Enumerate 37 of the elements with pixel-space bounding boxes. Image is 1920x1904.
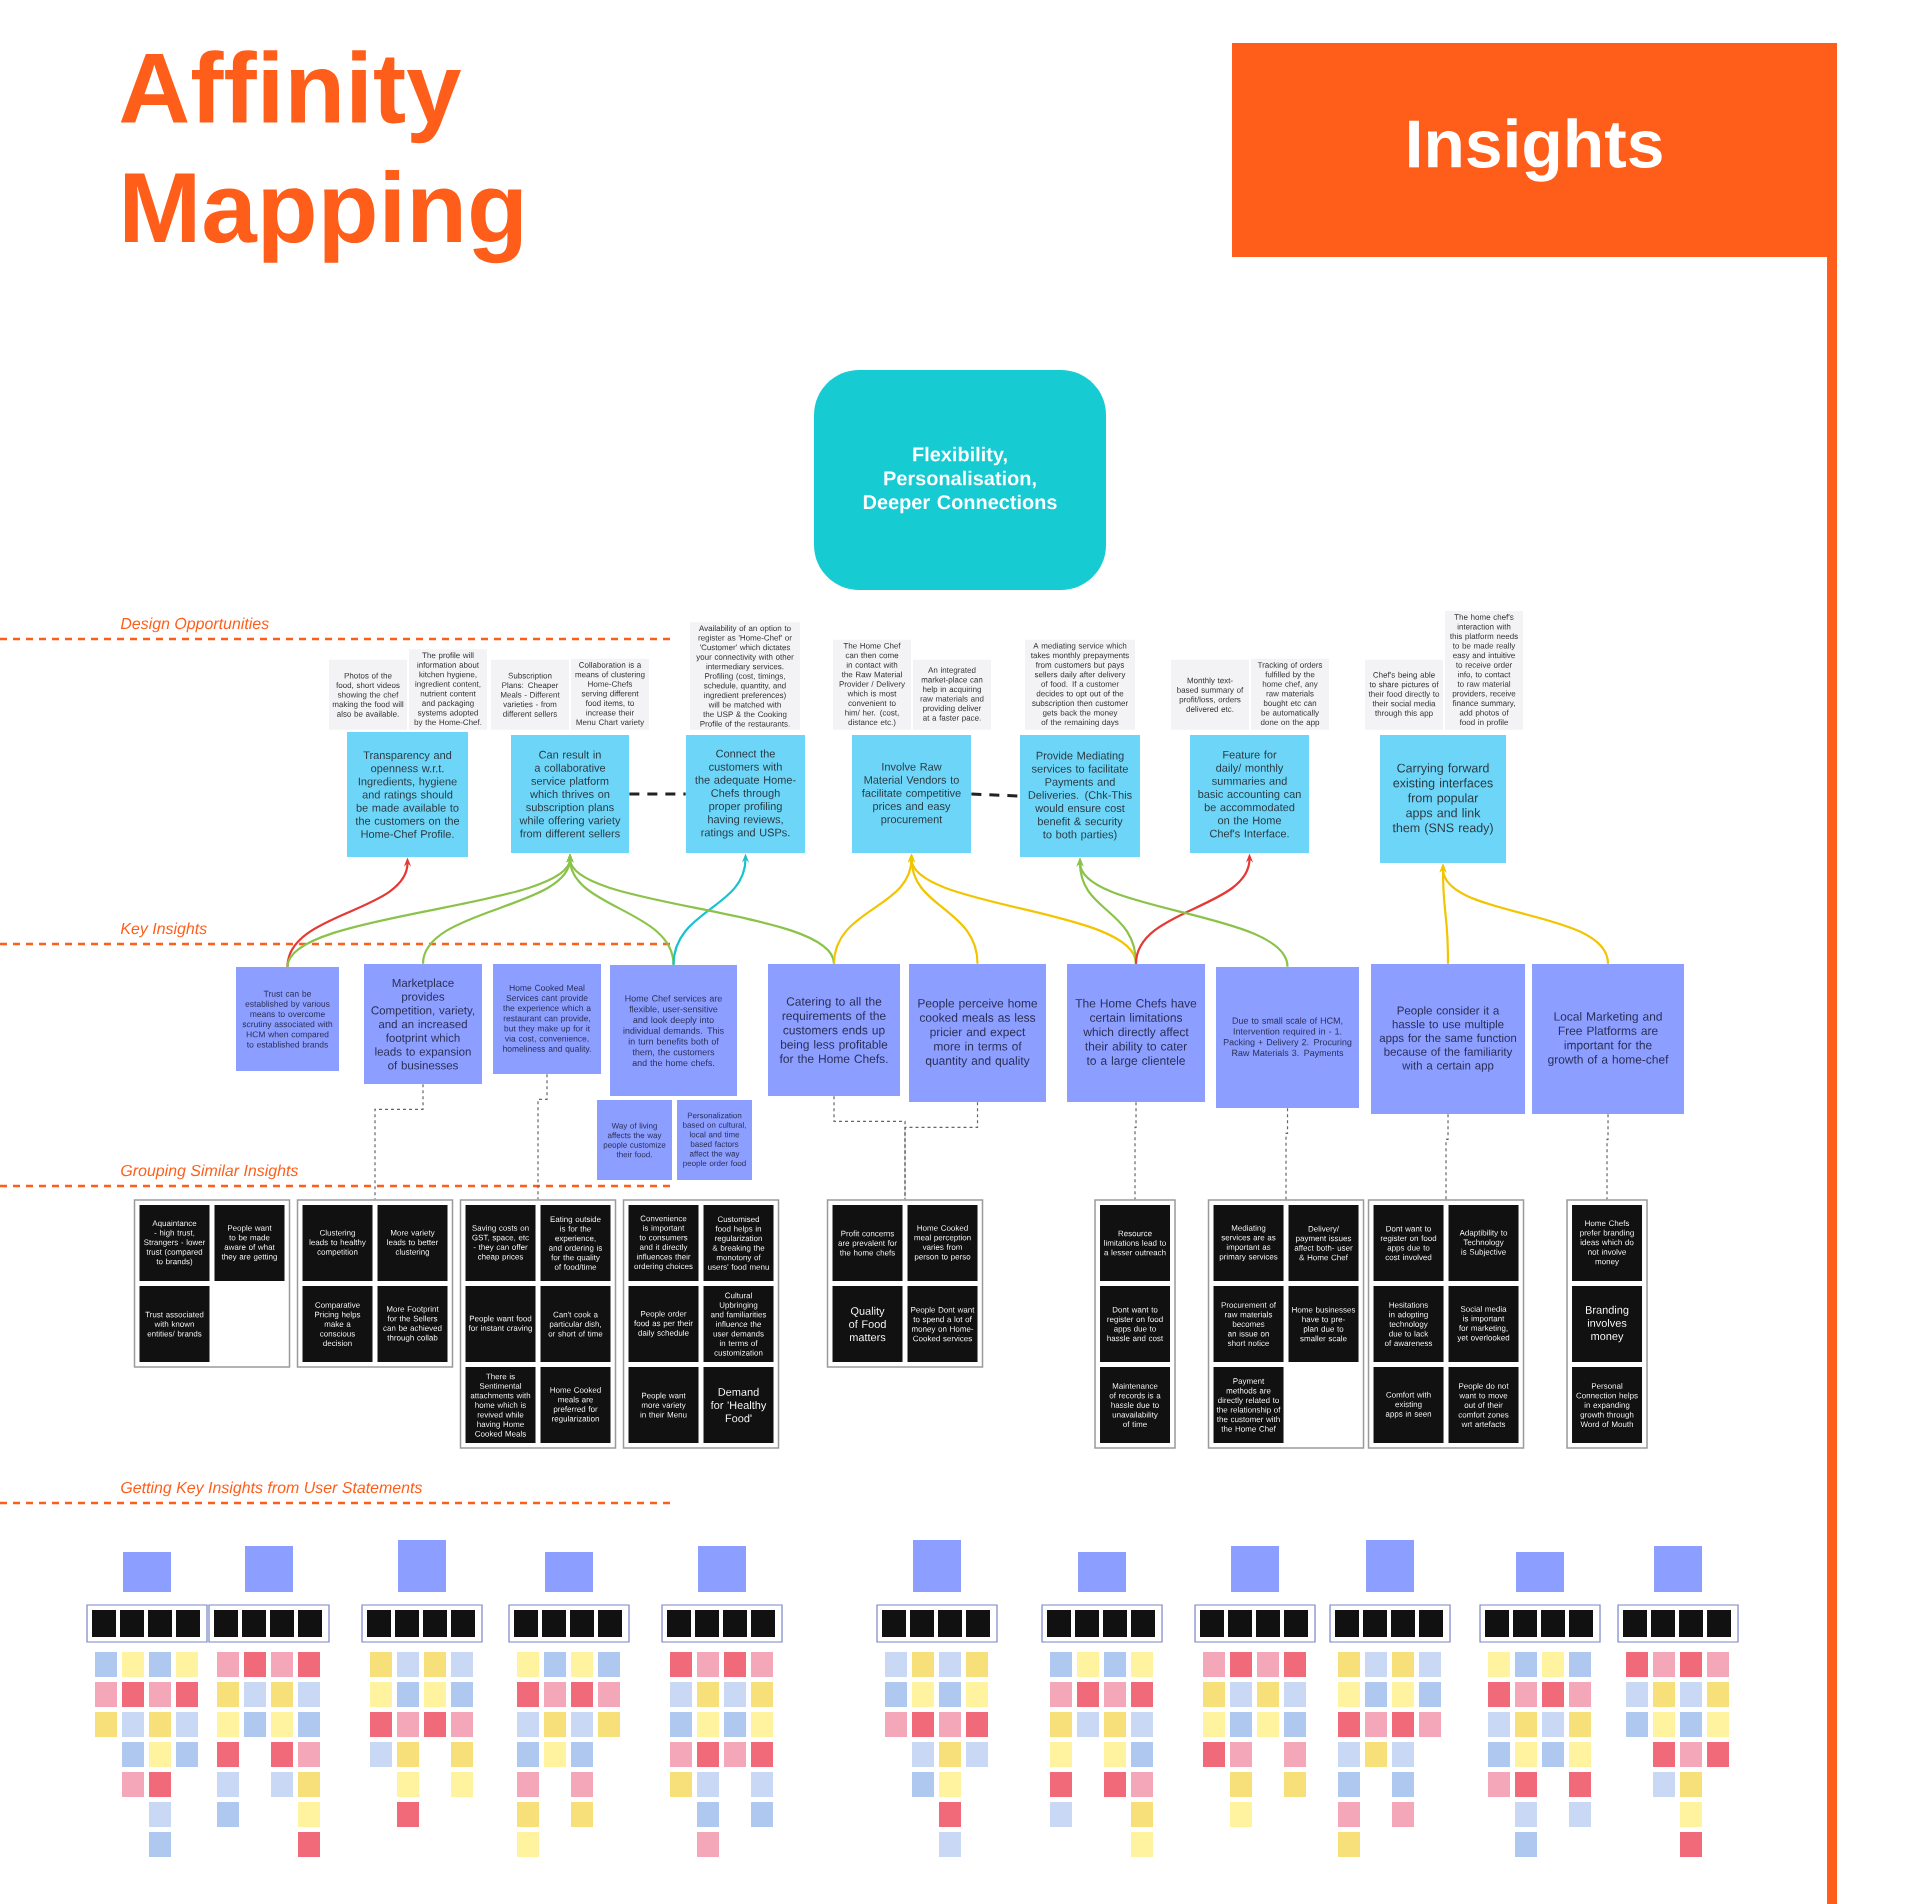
dashed-connector: [629, 792, 686, 796]
insight-note: Home Chef services are flexible, user-sensitive and look deeply into individual demands. This in turn benefits both of them, the customers and the home chefs.: [610, 965, 737, 1096]
dotted-connector: [537, 1073, 548, 1200]
dashed-connector: [971, 792, 1020, 798]
insight-note: Local Marketing and Free Platforms are important for the growth of a home-chef: [1532, 964, 1684, 1114]
insight-note: Marketplace provides Competition, variety, and an increased footprint which leads to expansion of businesses: [364, 964, 482, 1084]
insight-note: People perceive home cooked meals as less pricier and expect more in terms of quantity and quality: [909, 964, 1046, 1102]
insight-note: Trust can be established by various means to overcome scrutiny associated with HCM when compared to established brands: [236, 967, 339, 1071]
dotted-connector: [1606, 1113, 1609, 1200]
dotted-connector: [1445, 1113, 1449, 1200]
dotted-connector: [374, 1083, 424, 1200]
section-label: Design Opportunities: [120, 617, 269, 633]
insight-note: People consider it a hassle to use multiple apps for the same function because of the familiarity with a certain app: [1371, 964, 1525, 1114]
title: Affinity Mapping: [120, 50, 522, 264]
section-label: Getting Key Insights from User Statements: [121, 1481, 423, 1497]
title-banner: Insights: [1232, 43, 1838, 257]
opportunity-note: Transparency and openness w.r.t. Ingredients, hygiene and ratings should be made available to the customers on the Home-Chef Profile.: [347, 732, 468, 857]
dotted-connector: [833, 1095, 906, 1200]
theme-box: Flexibility, Personalisation, Deeper Connections: [814, 370, 1106, 590]
section-label: Key Insights: [120, 922, 207, 938]
opportunity-note: Can result in a collaborative service platform which thrives on subscription plans while offering variety from different sellers: [511, 735, 629, 853]
opportunity-note: Feature for daily/ monthly summaries and basic accounting can be accommodated on the Home Chef's Interface.: [1190, 735, 1309, 853]
sticky-note: Branding involves money: [1572, 1286, 1643, 1362]
insight-note: The Home Chefs have certain limitations which directly affect their ability to cater to a large clientele: [1067, 964, 1205, 1102]
insight-note: Catering to all the requirements of the customers ends up being less profitable for the Home Chefs.: [768, 964, 900, 1096]
insight-note: Due to small scale of HCM, Intervention required in - 1. Packing + Delivery 2. Procuring Raw Materials 3. Payments: [1216, 967, 1359, 1108]
sticky-note: Demand for 'Healthy Food': [703, 1367, 774, 1443]
opportunity-note: Provide Mediating services to facilitate Payments and Deliveries. (Chk-This would ensure cost benefit & security to both parties): [1020, 735, 1140, 857]
dotted-connector: [1134, 1101, 1137, 1200]
dotted-connector: [904, 1101, 979, 1200]
opportunity-note: Carrying forward existing interfaces from popular apps and link them (SNS ready): [1380, 735, 1506, 863]
opportunity-note: Involve Raw Material Vendors to facilitate competitive prices and easy procurement: [852, 735, 971, 853]
opportunity-note: Connect the customers with the adequate Home-Chefs through proper profiling having reviews, ratings and USPs.: [686, 735, 805, 853]
sticky-note: Quality of Food matters: [832, 1286, 903, 1362]
section-label: Grouping Similar Insights: [121, 1164, 299, 1180]
insight-note: Home Cooked Meal Services cant provide the experience which a restaurant can provide, but they make up for it via cost, convenience, homeliness and quality.: [493, 964, 601, 1074]
dotted-connector: [1285, 1107, 1289, 1200]
